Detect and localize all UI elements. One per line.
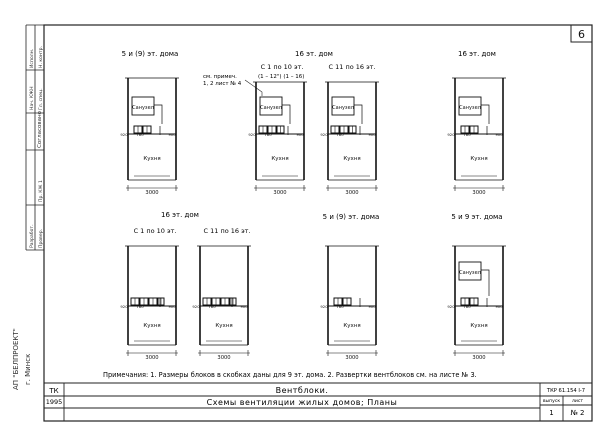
sheet-number: 6	[578, 28, 585, 41]
plan-top-d-door	[481, 104, 490, 124]
title-stage-label: выпуск	[543, 399, 561, 404]
heading-bottom-middle: 5 и (9) эт. дома	[323, 213, 380, 221]
plan-top-a-dim-900: 900	[168, 132, 176, 137]
plan-top-c-bathroom-label: Санузел	[332, 105, 354, 111]
plan-bottom-b-dim-780: 780	[208, 304, 216, 309]
plan-top-b-bathroom-label: Санузел	[260, 105, 282, 111]
subheading-top-1-10: С 1 по 10 эт.	[261, 63, 304, 71]
title-code: ТК	[48, 387, 58, 395]
plan-top-c-kitchen-label: Кухня	[343, 156, 360, 162]
side-org: АП "БЕЛПРОЕКТ"	[12, 328, 20, 390]
plan-bottom-c-dim-920: 920	[320, 304, 328, 309]
notes: Примечания: 1. Размеры блоков в скобках …	[103, 371, 477, 379]
plan-top-a-dim-920: 920	[120, 132, 128, 137]
subheading-bottom-11-16: С 11 по 16 эт.	[204, 227, 251, 235]
plan-bottom-b-dim-920: 920	[192, 304, 200, 309]
side-approved: Согласовано	[37, 110, 43, 148]
plan-top-d-dim-width: 3000	[472, 190, 485, 196]
plan-bottom-a-dim-900: 900	[168, 304, 176, 309]
side-row-2: Гл. спец.	[38, 88, 44, 110]
plan-bottom-c-dim-780: 780	[336, 304, 344, 309]
title-sheet: № 2	[571, 409, 585, 417]
plan-top-a-kitchen-label: Кухня	[143, 156, 160, 162]
plan-top-a-dim-width: 3000	[145, 190, 158, 196]
plan-bottom-b-kitchen-label: Кухня	[215, 323, 232, 329]
title-block	[44, 382, 592, 421]
plan-bottom-a-kitchen-label: Кухня	[143, 323, 160, 329]
title-subtitle: Схемы вентиляции жилых домов; Планы	[207, 398, 398, 407]
heading-top-middle: 16 эт. дом	[295, 50, 333, 58]
title-main: Вентблоки.	[276, 386, 329, 395]
plan-top-a-dim-780: 780	[136, 132, 144, 137]
side-stamp-code: Пр. КЖ 1	[38, 180, 44, 202]
plan-bottom-a-dim-width: 3000	[145, 355, 158, 361]
side-row-3: Исполн.	[29, 49, 35, 68]
subheading-bottom-1-10: С 1 по 10 эт.	[134, 227, 177, 235]
plan-bottom-c-dim-900: 900	[368, 304, 376, 309]
plan-top-b-kitchen-label: Кухня	[271, 156, 288, 162]
plan-top-a-bathroom-label: Санузел	[132, 105, 154, 111]
side-row-1: Нач. КЖН	[29, 86, 35, 110]
callout-codes: (1 – 12") (1 – 16)	[258, 74, 304, 80]
sheet-frame	[43, 24, 593, 422]
plan-bottom-d-bathroom-label: Санузел	[459, 270, 481, 276]
plan-top-d-dim-920: 920	[447, 132, 455, 137]
plan-bottom-b-dim-width: 3000	[217, 355, 230, 361]
plan-bottom-d-kitchen-label: Кухня	[470, 323, 487, 329]
plan-top-b-door	[282, 104, 291, 124]
plan-top-b-dim-width: 3000	[273, 190, 286, 196]
plan-bottom-c-kitchen-label: Кухня	[343, 323, 360, 329]
plan-top-d-dim-900: 900	[495, 132, 503, 137]
plan-bottom-d-bathroom-box	[458, 261, 482, 281]
plan-top-d-bathroom-label: Санузел	[459, 105, 481, 111]
title-stage: 1	[549, 409, 553, 417]
title-year: 1995	[46, 398, 63, 406]
plan-bottom-d-door	[481, 269, 490, 296]
plan-top-b-bathroom-box	[259, 96, 283, 116]
plan-bottom-d-dim-920: 920	[447, 304, 455, 309]
callout-line-2: 1, 2 лист № 4	[203, 81, 242, 87]
heading-top-left: 5 и (9) эт. дома	[122, 50, 179, 58]
plan-top-c-bathroom-box	[331, 96, 355, 116]
plan-bottom-a-dim-780: 780	[136, 304, 144, 309]
plan-top-c-dim-900: 900	[368, 132, 376, 137]
side-row-4: Н. контр.	[38, 46, 44, 68]
title-sheet-label: лист	[572, 399, 583, 404]
side-row-5: Разработ.	[29, 224, 35, 248]
plan-top-a-bathroom-box	[131, 96, 155, 116]
callout-line-1: см. примеч.	[203, 74, 237, 80]
plan-top-d-bathroom-box	[458, 96, 482, 116]
side-city: г. Минск	[24, 354, 32, 385]
side-row-6: Провер.	[38, 229, 44, 248]
subheading-top-11-16: С 11 по 16 эт.	[329, 63, 376, 71]
plan-bottom-b-dim-900: 900	[240, 304, 248, 309]
plan-bottom-a-dim-920: 920	[120, 304, 128, 309]
plan-top-c-door	[354, 104, 363, 124]
plan-bottom-d-dim-780: 780	[463, 304, 471, 309]
sheet-number-box	[570, 24, 593, 43]
heading-bottom-right: 5 и 9 эт. дома	[451, 213, 502, 221]
heading-top-right: 16 эт. дом	[458, 50, 496, 58]
plan-top-c-dim-780: 780	[336, 132, 344, 137]
plan-bottom-c-dim-width: 3000	[345, 355, 358, 361]
plan-top-c-dim-width: 3000	[345, 190, 358, 196]
plan-top-b-dim-780: 780	[264, 132, 272, 137]
plan-top-c-dim-920: 920	[320, 132, 328, 137]
plan-top-d-kitchen-label: Кухня	[470, 156, 487, 162]
heading-bottom-left: 16 эт. дом	[161, 211, 199, 219]
plan-top-b-dim-920: 920	[248, 132, 256, 137]
plan-bottom-d-dim-900: 900	[495, 304, 503, 309]
plan-top-a-door	[154, 104, 163, 124]
title-doc-number: ТКР 61.154 I-7	[546, 388, 585, 394]
plan-top-b-dim-900: 900	[296, 132, 304, 137]
callout-leader	[244, 79, 263, 96]
side-stamp	[25, 24, 44, 251]
plan-bottom-d-dim-width: 3000	[472, 355, 485, 361]
plan-top-d-dim-780: 780	[463, 132, 471, 137]
